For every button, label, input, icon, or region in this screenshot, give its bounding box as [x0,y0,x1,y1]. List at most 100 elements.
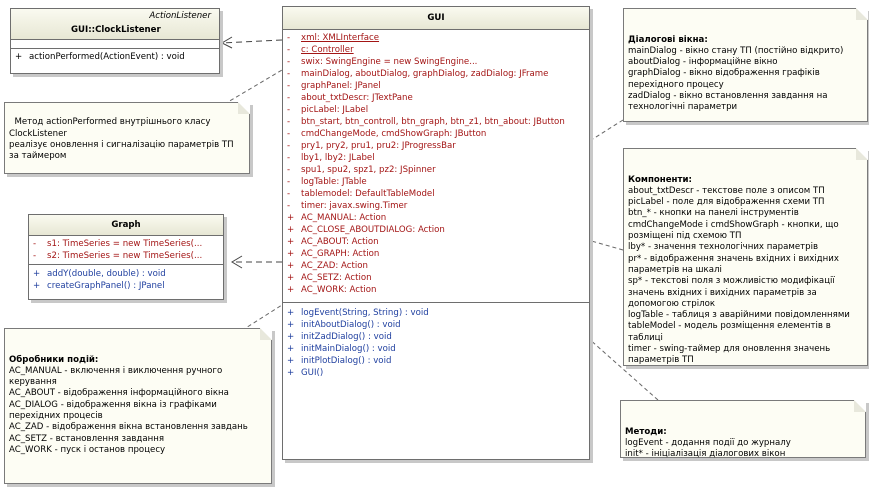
gui-attribute[interactable]: +AC_WORK: Action [283,284,589,296]
gui-operation[interactable]: +logEvent(String, String) : void [283,307,589,319]
gui-attribute[interactable]: -tablemodel: DefaultTableModel [283,188,589,200]
gui-operations: +logEvent(String, String) : void+initAbo… [283,303,589,379]
clock-listener-stereotype: ActionListener [149,11,211,21]
gui-attribute[interactable]: +AC_SETZ: Action [283,272,589,284]
visibility-marker: - [287,93,291,103]
gui-attribute-text: AC_ABOUT: Action [301,237,379,247]
gui-attribute-text: about_txtDescr: JTextPane [301,93,413,103]
graph-attribute[interactable]: -s1: TimeSeries = new TimeSeries(... [29,238,223,250]
gui-attribute[interactable]: -graphPanel: JPanel [283,80,589,92]
graph-operations: + addY(double, double) : void+createGraph… [29,265,223,292]
gui-attribute-text: AC_MANUAL: Action [301,213,387,223]
gui-attribute[interactable]: -lby1, lby2: JLabel [283,152,589,164]
dialogs-note-text: mainDialog - вікно стану ТП (постійно ві… [628,45,844,113]
clock-listener-class[interactable]: ActionListener GUI::ClockListener +actio… [10,8,220,74]
gui-attribute-text: timer: javax.swing.Timer [301,201,408,211]
handlers-note: Обробники подій:AC_MANUAL - включення і … [4,328,272,484]
note-fold-corner [260,328,272,340]
gui-attribute-text: graphPanel: JPanel [301,81,381,91]
gui-operation[interactable]: +initZadDialog() : void [283,331,589,343]
components-note: Компоненти:about_txtDescr - текстове пол… [623,148,868,366]
gui-attribute[interactable]: -timer: javax.swing.Timer [283,200,589,212]
visibility-marker: - [287,129,291,139]
gui-attribute[interactable]: + AC_ZAD: Action [283,260,589,272]
visibility-marker: - [287,153,291,163]
visibility-marker: + [287,225,295,235]
gui-operation-text: GUI() [301,368,324,378]
gui-attribute-text: mainDialog, aboutDialog, graphDialog, za… [301,69,549,79]
visibility-marker: - [287,177,291,187]
note-fold-corner [854,400,866,412]
graph-attribute[interactable]: -s2: TimeSeries = new TimeSeries(... [29,250,223,262]
gui-attributes: -xml: XMLInterface-c: Controller-swix: S… [283,30,589,303]
visibility-marker: + [287,273,295,283]
gui-attribute[interactable]: -xml: XMLInterface [283,32,589,44]
gui-attribute[interactable]: -c: Controller [283,44,589,56]
gui-attribute[interactable]: +AC_MANUAL: Action [283,212,589,224]
visibility-marker: + [287,308,295,318]
gui-operation[interactable]: +initMainDialog() : void [283,343,589,355]
gui-operation-text: initPlotDialog() : void [301,356,392,366]
gui-operation[interactable]: +GUI() [283,367,589,379]
gui-attribute[interactable]: -pry1, pry2, pru1, pru2: JProgressBar [283,140,589,152]
graph-class-name: Graph [29,215,223,236]
gui-class[interactable]: GUI -xml: XMLInterface-c: Controller-swi… [282,6,590,460]
gui-attribute-text: AC_WORK: Action [301,285,377,295]
gui-attribute[interactable]: -logTable: JTable [283,176,589,188]
gui-attribute-text: c: Controller [301,45,354,55]
clock-dependency-line [221,39,283,44]
clock-operation[interactable]: +actionPerformed(ActionEvent) : void [11,51,219,63]
gui-attribute[interactable]: -cmdChangeMode, cmdShowGraph: JButton [283,128,589,140]
visibility-marker: + [33,269,41,279]
visibility-marker: - [287,117,291,127]
visibility-marker: - [33,251,37,261]
graph-attributes: -s1: TimeSeries = new TimeSeries(...-s2:… [29,236,223,265]
dialogs-note-anchor [587,119,624,143]
methods-note-text: logEvent - додання події до журналу init… [625,437,791,460]
visibility-marker: - [287,69,291,79]
visibility-marker: - [287,105,291,115]
gui-class-name: GUI [283,7,589,30]
visibility-marker: - [33,239,37,249]
gui-attribute[interactable]: +AC_ABOUT: Action [283,236,589,248]
graph-class[interactable]: Graph -s1: TimeSeries = new TimeSeries(.… [28,214,224,300]
gui-attribute[interactable]: -spu1, spu2, spz1, pz2: JSpinner [283,164,589,176]
gui-operation-text: initZadDialog() : void [301,332,392,342]
gui-attribute[interactable]: +AC_GRAPH: Action [283,248,589,260]
clock-listener-header: ActionListener GUI::ClockListener [11,9,219,40]
visibility-marker: - [287,189,291,199]
components-note-title: Компоненти: [628,174,692,185]
visibility-marker: + [287,261,295,271]
visibility-marker: - [287,165,291,175]
graph-operation[interactable]: + addY(double, double) : void [29,268,223,280]
gui-attribute-text: lby1, lby2: JLabel [301,153,375,163]
gui-attribute-text: tablemodel: DefaultTableModel [301,189,435,199]
methods-note-anchor [587,337,659,401]
gui-attribute-text: swix: SwingEngine = new SwingEngine... [301,57,478,67]
graph-operation[interactable]: +createGraphPanel() : JPanel [29,280,223,292]
clock-listener-operations: +actionPerformed(ActionEvent) : void [11,49,219,63]
gui-attribute[interactable]: -btn_start, btn_controll, btn_graph, btn… [283,116,589,128]
gui-attribute[interactable]: -picLabel: JLabel [283,104,589,116]
gui-attribute-text: AC_GRAPH: Action [301,249,380,259]
gui-attribute-text: xml: XMLInterface [301,33,380,43]
gui-attribute[interactable]: -swix: SwingEngine = new SwingEngine... [283,56,589,68]
gui-attribute-text: btn_start, btn_controll, btn_graph, btn_… [301,117,565,127]
graph-operation-text: addY(double, double) : void [47,269,166,279]
gui-attribute[interactable]: +AC_CLOSE_ABOUTDIALOG: Action [283,224,589,236]
graph-dependency-arrowhead [231,255,243,269]
gui-attribute[interactable]: -mainDialog, aboutDialog, graphDialog, z… [283,68,589,80]
visibility-marker: - [287,57,291,67]
graph-operation-text: createGraphPanel() : JPanel [47,281,165,291]
gui-operation[interactable]: +initAboutDialog() : void [283,319,589,331]
dialogs-note: Діалогові вікна:mainDialog - вікно стану… [623,8,868,122]
gui-attribute[interactable]: -about_txtDescr: JTextPane [283,92,589,104]
handlers-note-text: AC_MANUAL - включення і виключення ручно… [9,365,248,455]
clock-operation-text: actionPerformed(ActionEvent) : void [29,52,185,62]
methods-note: Методи:logEvent - додання події до журна… [620,400,866,460]
gui-operation[interactable]: +initPlotDialog() : void [283,355,589,367]
gui-attribute-text: AC_ZAD: Action [301,261,368,271]
graph-attribute-text: s2: TimeSeries = new TimeSeries(... [47,251,203,261]
visibility-marker: - [287,201,291,211]
note-fold-corner [238,102,250,114]
